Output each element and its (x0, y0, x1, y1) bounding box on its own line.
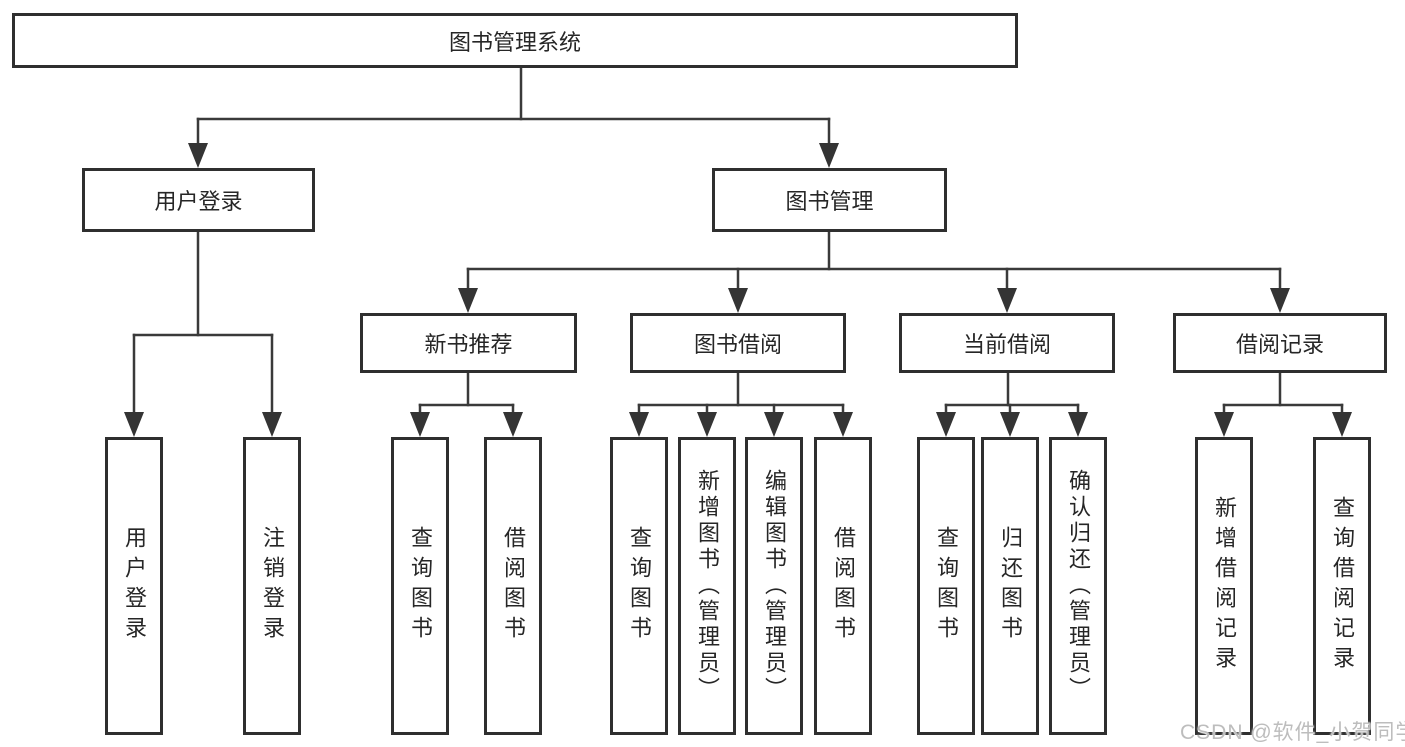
leaf-bb-edit-books-admin: 编辑图书（管理员） (745, 437, 803, 735)
leaf-bb-borrow-books: 借阅图书 (814, 437, 872, 735)
leaf-nb-query-books: 查询图书 (391, 437, 449, 735)
arrow-down-icon (410, 412, 430, 437)
arrow-down-icon (1214, 412, 1234, 437)
arrow-down-icon (1068, 412, 1088, 437)
leaf-label: 查询图书 (934, 526, 959, 646)
arrow-down-icon (1332, 412, 1352, 437)
leaf-br-query-record: 查询借阅记录 (1313, 437, 1371, 735)
arrow-down-icon (764, 412, 784, 437)
arrow-down-icon (697, 412, 717, 437)
arrow-down-icon (503, 412, 523, 437)
leaf-cb-confirm-return-admin: 确认归还（管理员） (1049, 437, 1107, 735)
leaf-label: 借阅图书 (831, 526, 856, 646)
node-new-book-recommend: 新书推荐 (360, 313, 577, 373)
connector-arrowheads (124, 143, 1352, 437)
node-book-borrow: 图书借阅 (630, 313, 846, 373)
leaf-label: 归还图书 (998, 526, 1023, 646)
leaf-cb-return-books: 归还图书 (981, 437, 1039, 735)
leaf-label: 确认归还（管理员） (1066, 469, 1091, 703)
node-root: 图书管理系统 (12, 13, 1018, 68)
leaf-label: 查询图书 (408, 526, 433, 646)
arrow-down-icon (262, 412, 282, 437)
leaf-label: 新增图书（管理员） (695, 469, 720, 703)
leaf-nb-borrow-books: 借阅图书 (484, 437, 542, 735)
arrow-down-icon (833, 412, 853, 437)
leaf-user-login: 用户登录 (105, 437, 163, 735)
node-borrow-records: 借阅记录 (1173, 313, 1387, 373)
arrow-down-icon (819, 143, 839, 168)
arrow-down-icon (936, 412, 956, 437)
leaf-label: 编辑图书（管理员） (762, 469, 787, 703)
leaf-br-add-record: 新增借阅记录 (1195, 437, 1253, 735)
watermark: CSDN @软件_小贺同学 (1180, 721, 1405, 744)
node-book-management: 图书管理 (712, 168, 947, 232)
leaf-bb-query-books: 查询图书 (610, 437, 668, 735)
leaf-label: 查询图书 (627, 526, 652, 646)
leaf-bb-add-books-admin: 新增图书（管理员） (678, 437, 736, 735)
leaf-label: 借阅图书 (501, 526, 526, 646)
leaf-logout: 注销登录 (243, 437, 301, 735)
node-user-login: 用户登录 (82, 168, 315, 232)
leaf-label: 用户登录 (122, 526, 147, 646)
arrow-down-icon (188, 143, 208, 168)
arrow-down-icon (1270, 288, 1290, 313)
leaf-cb-query-books: 查询图书 (917, 437, 975, 735)
leaf-label: 注销登录 (260, 526, 285, 646)
leaf-label: 新增借阅记录 (1212, 496, 1237, 676)
leaf-label: 查询借阅记录 (1330, 496, 1355, 676)
arrow-down-icon (629, 412, 649, 437)
node-current-borrow: 当前借阅 (899, 313, 1115, 373)
arrow-down-icon (458, 288, 478, 313)
arrow-down-icon (124, 412, 144, 437)
arrow-down-icon (728, 288, 748, 313)
arrow-down-icon (997, 288, 1017, 313)
arrow-down-icon (1000, 412, 1020, 437)
